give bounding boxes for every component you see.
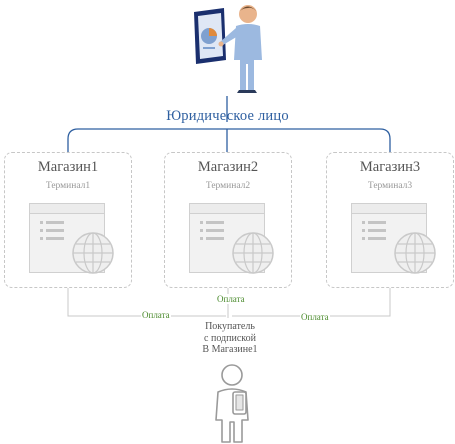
globe-icon bbox=[72, 232, 114, 274]
terminal-name: Терминал3 bbox=[367, 181, 413, 191]
payment-label-store1: Оплата bbox=[141, 310, 171, 320]
hierarchy-lines bbox=[67, 96, 391, 152]
store-card-1: Магазин1 Терминал1 bbox=[4, 152, 132, 288]
terminal-name: Терминал1 bbox=[45, 181, 91, 191]
presenter-with-chart-board-icon bbox=[194, 5, 262, 93]
buyer-line-3: В Магазине1 bbox=[202, 344, 258, 355]
store-card-2: Магазин2 Терминал2 bbox=[164, 152, 292, 288]
legal-entity-title: Юридическое лицо bbox=[166, 108, 289, 124]
person-with-phone-icon bbox=[215, 364, 249, 443]
buyer-line-2: с подпиской bbox=[204, 332, 256, 344]
buyer-line-1: Покупатель bbox=[205, 321, 255, 332]
payment-label-store2: Оплата bbox=[216, 294, 246, 304]
globe-icon bbox=[394, 232, 436, 274]
buyer-caption: Покупатель с подпиской В Магазине1 bbox=[160, 321, 300, 356]
store-name: Магазин3 bbox=[359, 159, 421, 175]
terminal-name: Терминал2 bbox=[205, 181, 251, 191]
payment-label-store3: Оплата bbox=[300, 312, 330, 322]
globe-icon bbox=[232, 232, 274, 274]
store-card-3: Магазин3 Терминал3 bbox=[326, 152, 454, 288]
store-name: Магазин2 bbox=[197, 159, 259, 175]
store-name: Магазин1 bbox=[37, 159, 99, 175]
